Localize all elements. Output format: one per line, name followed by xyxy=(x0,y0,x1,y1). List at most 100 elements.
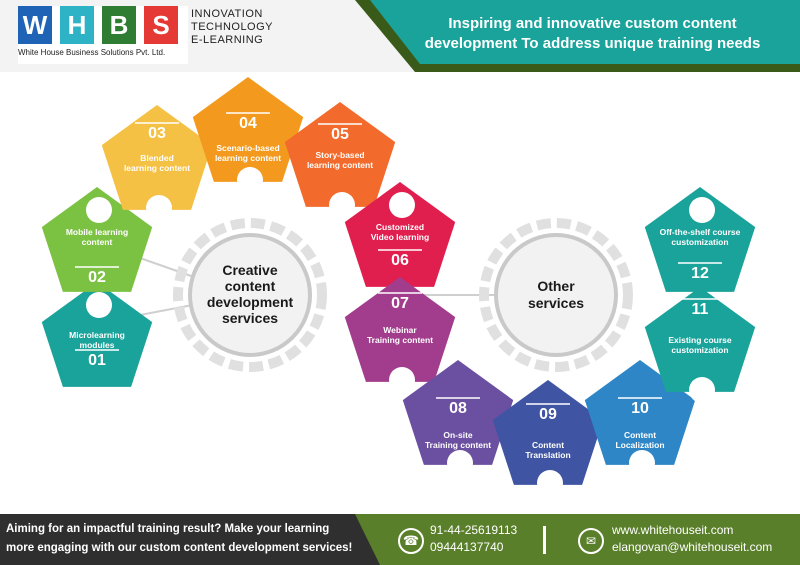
mail-icon: ✉ xyxy=(578,528,604,554)
service-number-07: 07 xyxy=(391,295,409,312)
logo-letter-h: H xyxy=(60,6,94,44)
service-pentagon-11 xyxy=(644,287,756,392)
service-label-line: Webinar xyxy=(383,325,417,335)
logo-letter-w: W xyxy=(18,6,52,44)
service-label-line: Translation xyxy=(525,450,571,460)
tagline-line: TECHNOLOGY xyxy=(191,21,274,33)
service-number-02: 02 xyxy=(88,269,106,286)
logo: W H B S White House Business Solutions P… xyxy=(18,6,188,64)
monitor-icon xyxy=(389,367,415,393)
tagline: INNOVATION TECHNOLOGY E-LEARNING xyxy=(191,8,273,47)
header-title-line2: development To address unique training n… xyxy=(424,35,761,52)
service-label-line: Scenario-based xyxy=(216,143,280,153)
service-label-line: Video learning xyxy=(370,232,430,242)
footer-message-line2: more engaging with our custom content de… xyxy=(6,542,353,554)
service-label-line: Mobile learning xyxy=(65,227,129,237)
service-label-line: Microlearning xyxy=(69,330,125,340)
translate-icon xyxy=(537,470,563,496)
header-title: Inspiring and innovative custom content … xyxy=(395,14,790,54)
service-number-11: 11 xyxy=(691,301,709,318)
contact-links: www.whitehouseit.com elangovan@whitehous… xyxy=(612,522,772,556)
footer-divider xyxy=(543,526,546,554)
settings-icon xyxy=(689,377,715,403)
logo-letter-s: S xyxy=(144,6,178,44)
service-label-line: Customized xyxy=(375,222,425,232)
hub-line: Other xyxy=(537,278,575,294)
service-label-line: Training content xyxy=(424,440,492,450)
hub-line: services xyxy=(221,310,279,326)
service-number-08: 08 xyxy=(449,400,467,417)
service-pentagon-09 xyxy=(492,380,604,485)
hub-line: content xyxy=(224,278,276,294)
phone-2[interactable]: 09444137740 xyxy=(430,540,504,554)
service-label-line: Content xyxy=(531,440,565,450)
right-hub xyxy=(479,218,633,372)
logo-letter-b: B xyxy=(102,6,136,44)
service-pentagon-05 xyxy=(284,102,396,207)
target-icon xyxy=(447,450,473,476)
service-label-line: Story-based xyxy=(315,150,365,160)
header-title-line1: Inspiring and innovative custom content xyxy=(448,15,737,32)
search-icon xyxy=(86,292,112,318)
service-pentagon-06 xyxy=(344,182,456,287)
hub-line: Creative xyxy=(222,262,278,278)
service-label-line: Blended xyxy=(140,153,174,163)
footer-dark-bg xyxy=(0,514,380,565)
hub-line: development xyxy=(206,294,294,310)
right-hub-label: Other services xyxy=(496,278,616,312)
service-pentagon-08 xyxy=(402,360,514,465)
tagline-line: E-LEARNING xyxy=(191,34,264,46)
service-label-line: Training content xyxy=(366,335,434,345)
service-label-line: content xyxy=(81,237,113,247)
books-icon xyxy=(689,197,715,223)
service-pentagon-12 xyxy=(644,187,756,292)
service-label-line: On-site xyxy=(443,430,473,440)
service-pentagon-07 xyxy=(344,277,456,382)
service-label-line: learning content xyxy=(306,160,374,170)
footer-message: Aiming for an impactful training result?… xyxy=(6,520,366,558)
service-label-line: learning content xyxy=(123,163,191,173)
hub-line: services xyxy=(527,295,585,311)
globe-icon xyxy=(629,450,655,476)
header-teal-band xyxy=(370,0,800,64)
service-pentagon-04 xyxy=(192,77,304,182)
left-hub xyxy=(173,218,327,372)
service-label-line: Existing course xyxy=(668,335,732,345)
book-icon xyxy=(329,192,355,218)
service-pentagon-02 xyxy=(41,187,153,292)
service-number-05: 05 xyxy=(331,126,349,143)
laptop-icon xyxy=(237,167,263,193)
bulb-icon xyxy=(146,195,172,221)
footer-message-line1: Aiming for an impactful training result?… xyxy=(6,523,330,535)
service-pentagon-03 xyxy=(101,105,213,210)
service-number-06: 06 xyxy=(391,252,409,269)
left-hub-label: Creative content development services xyxy=(190,262,310,326)
website-link[interactable]: www.whitehouseit.com xyxy=(612,523,734,537)
email-link[interactable]: elangovan@whitehouseit.com xyxy=(612,540,773,554)
service-number-12: 12 xyxy=(691,265,709,282)
service-number-10: 10 xyxy=(631,400,649,417)
service-number-04: 04 xyxy=(239,115,257,132)
phone-1[interactable]: 91-44-25619113 xyxy=(430,523,518,537)
service-label-line: Content xyxy=(623,430,657,440)
service-label-line: modules xyxy=(79,340,115,350)
phone-numbers: 91-44-25619113 09444137740 xyxy=(430,522,517,556)
service-number-09: 09 xyxy=(539,406,557,423)
tagline-line: INNOVATION xyxy=(191,8,263,20)
service-label-line: Localization xyxy=(615,440,665,450)
service-pentagon-01 xyxy=(41,282,153,387)
service-label-line: learning content xyxy=(214,153,282,163)
video-icon xyxy=(389,192,415,218)
company-name: White House Business Solutions Pvt. Ltd. xyxy=(18,48,166,57)
